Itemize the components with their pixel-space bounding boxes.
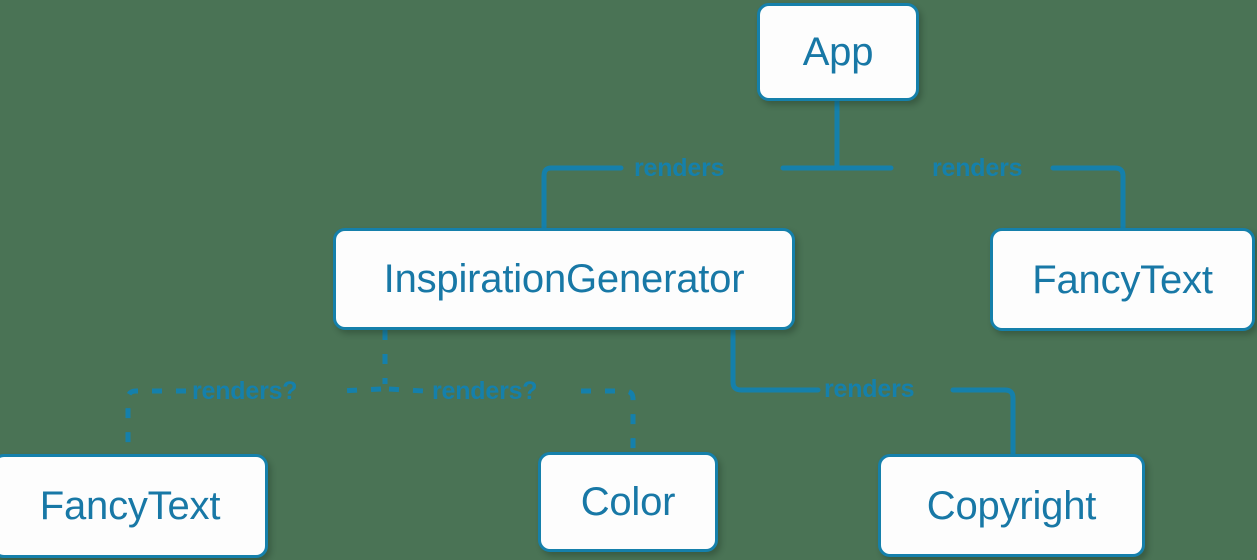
edge-inspirationgenerator-to-copyright-right [950,387,1016,457]
edge-label-app-to-fancytext: renders [932,154,1023,182]
edge-inspirationgenerator-to-fancytext-dashed-outer [125,388,186,454]
node-copyright[interactable]: Copyright [878,454,1145,557]
edge-label-inspirationgenerator-to-color: renders? [432,377,538,405]
node-inspirationgenerator-label: InspirationGenerator [383,257,745,301]
node-color[interactable]: Color [538,452,718,552]
edge-inspirationgenerator-to-color-dashed-outer [581,388,636,452]
node-fancytext-bottom[interactable]: FancyText [0,454,268,558]
node-fancytext-right-label: FancyText [1032,257,1213,302]
node-copyright-label: Copyright [926,483,1097,528]
node-fancytext-right[interactable]: FancyText [990,228,1255,331]
edge-app-to-fancytext-right [1050,165,1126,231]
node-app[interactable]: App [757,3,919,101]
edge-label-app-to-inspirationgenerator: renders [634,154,725,182]
edge-label-inspirationgenerator-to-copyright: renders [824,375,915,403]
edge-inspirationgenerator-to-color-dashed [388,386,425,394]
node-color-label: Color [580,480,676,524]
node-inspirationgenerator[interactable]: InspirationGenerator [333,228,795,330]
node-app-label: App [802,30,874,74]
edge-app-to-inspirationgenerator-left [541,165,624,231]
edge-inspirationgenerator-to-fancytext-dashed [339,386,382,394]
edge-label-inspirationgenerator-to-fancytext: renders? [192,377,298,405]
node-fancytext-bottom-label: FancyText [39,484,221,528]
edge-inspirationgenerator-to-copyright-left [730,327,821,393]
